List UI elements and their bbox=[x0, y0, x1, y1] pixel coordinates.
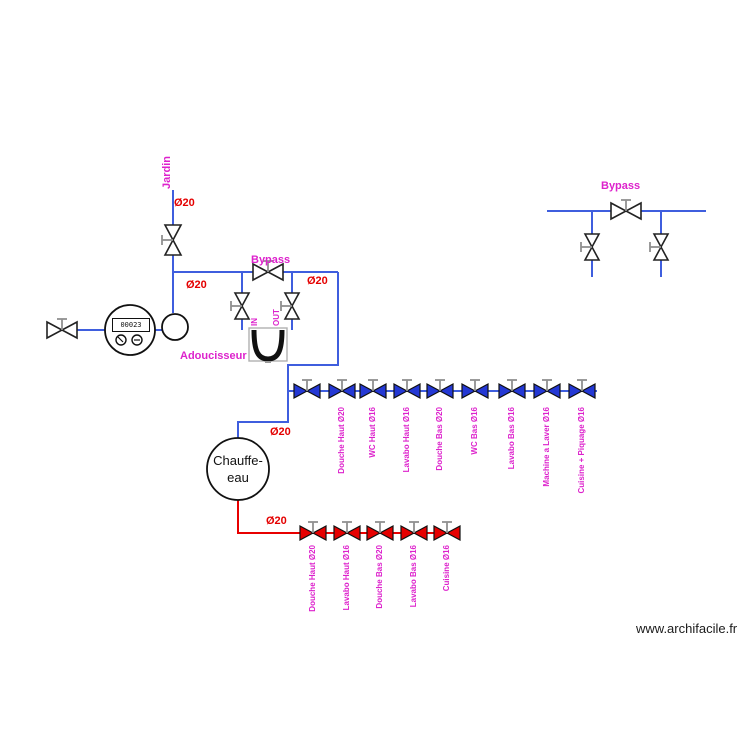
size-label-heater-inlet: Ø20 bbox=[270, 426, 291, 438]
softener-tank[interactable] bbox=[248, 327, 288, 363]
main-shutoff-valve[interactable] bbox=[46, 318, 78, 339]
size-label-main: Ø20 bbox=[186, 279, 207, 291]
cold-valve-lavabo-haut[interactable] bbox=[393, 379, 421, 399]
cold-port-label: Lavabo Haut Ø16 bbox=[402, 407, 411, 473]
cold-port-label: Cuisine + Piquage Ø16 bbox=[577, 407, 586, 494]
softener-bypass-label: Bypass bbox=[251, 254, 291, 266]
upper-bypass-label: Bypass bbox=[601, 180, 641, 192]
water-heater-label: Chauffe- eau bbox=[198, 452, 278, 486]
hot-port-label: Cuisine Ø16 bbox=[442, 545, 451, 592]
softener-out-valve[interactable] bbox=[280, 292, 300, 320]
cold-valve-machine-a-laver[interactable] bbox=[533, 379, 561, 399]
cold-port-label: WC Haut Ø16 bbox=[368, 407, 377, 458]
cold-valve-douche-bas[interactable] bbox=[426, 379, 454, 399]
cold-port-label: Douche Haut Ø20 bbox=[337, 407, 346, 474]
upper-branch-right-valve[interactable] bbox=[649, 233, 669, 261]
water-heater-tank[interactable] bbox=[206, 437, 270, 501]
garden-source-label: Jardin bbox=[161, 155, 173, 189]
upper-branch-left-valve[interactable] bbox=[580, 233, 600, 261]
upper-bypass-valve[interactable] bbox=[610, 199, 642, 220]
hot-port-label: Douche Bas Ø20 bbox=[375, 545, 384, 609]
cold-port-label: Lavabo Bas Ø16 bbox=[507, 407, 516, 470]
junction-fitting[interactable] bbox=[161, 313, 189, 341]
softener-name-label: Adoucisseur bbox=[180, 350, 247, 362]
hot-valve-douche-haut[interactable] bbox=[299, 521, 327, 541]
cold-port-label: Machine a Laver Ø16 bbox=[542, 407, 551, 487]
hot-port-label: Lavabo Bas Ø16 bbox=[409, 545, 418, 608]
cold-port-label: Douche Bas Ø20 bbox=[435, 407, 444, 471]
water-heater-label-line1: Chauffe- bbox=[213, 453, 263, 468]
softener-out-label: OUT bbox=[272, 309, 281, 326]
archifacile-watermark: www.archifacile.fr bbox=[636, 621, 738, 636]
garden-valve[interactable] bbox=[161, 224, 182, 256]
cold-valve-lavabo-bas[interactable] bbox=[498, 379, 526, 399]
softener-in-label: IN bbox=[250, 318, 259, 326]
cold-valve-wc-haut[interactable] bbox=[359, 379, 387, 399]
size-label-heater-outlet: Ø20 bbox=[266, 515, 287, 527]
hot-port-label: Lavabo Haut Ø16 bbox=[342, 545, 351, 611]
cold-valve-cuisine[interactable] bbox=[568, 379, 596, 399]
size-label-garden: Ø20 bbox=[174, 197, 195, 209]
cold-valve-douche-haut[interactable] bbox=[328, 379, 356, 399]
cold-manifold-inlet-valve[interactable] bbox=[293, 379, 321, 399]
cold-port-label: WC Bas Ø16 bbox=[470, 407, 479, 455]
cold-valve-wc-bas[interactable] bbox=[461, 379, 489, 399]
water-heater-label-line2: eau bbox=[227, 470, 249, 485]
size-label-after-softener: Ø20 bbox=[307, 275, 328, 287]
water-meter-display: 00023 bbox=[112, 318, 150, 332]
softener-in-valve[interactable] bbox=[230, 292, 250, 320]
hot-port-label: Douche Haut Ø20 bbox=[308, 545, 317, 612]
